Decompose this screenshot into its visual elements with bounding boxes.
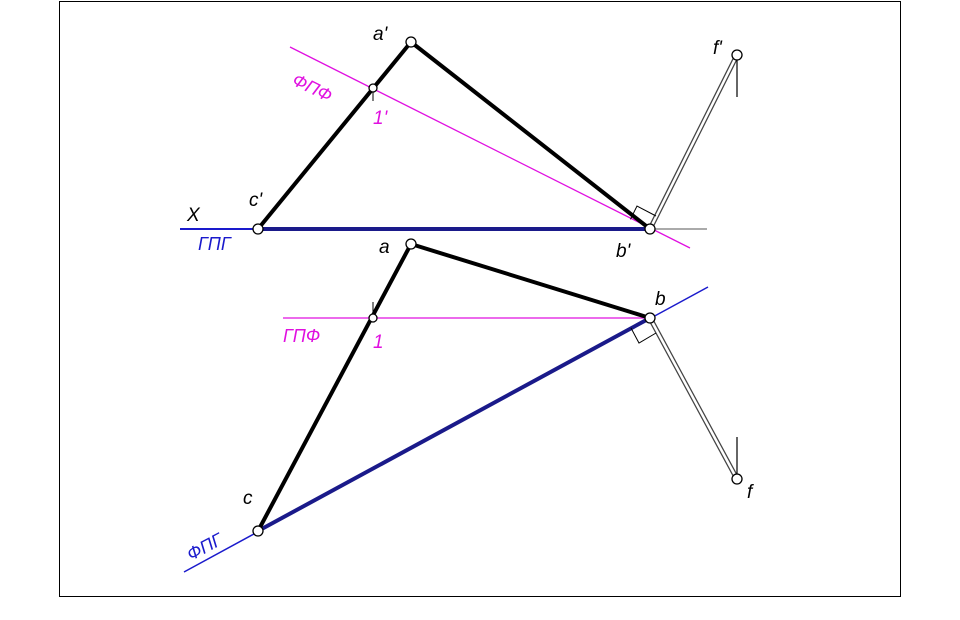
label-a: a [379, 237, 390, 258]
label-x-axis: X [186, 205, 201, 226]
right-angle-mark-lower [630, 327, 657, 344]
point-b-prime [644, 223, 656, 235]
label-b-prime: b' [616, 241, 632, 262]
edge-a-prime-b-prime [409, 40, 652, 231]
point-f [731, 473, 743, 485]
label-fpf: ФПФ [289, 70, 335, 106]
label-c: c [243, 488, 253, 509]
point-f-prime [731, 49, 743, 61]
edge-c-a [256, 243, 413, 532]
edge-c-b [257, 316, 651, 533]
edge-a-b [410, 242, 651, 320]
label-one-prime: 1' [373, 108, 389, 129]
perpendicular-b-prime-f-prime [647, 53, 740, 231]
point-one-prime [368, 83, 378, 93]
point-c [252, 525, 264, 537]
drawing-frame [59, 1, 901, 597]
point-b [644, 312, 656, 324]
label-gpg: ГПГ [198, 234, 232, 254]
label-one: 1 [373, 332, 384, 353]
point-a [405, 238, 417, 250]
label-f: f [747, 482, 754, 503]
label-fpg: ФПГ [183, 529, 226, 565]
point-c-prime [252, 223, 264, 235]
right-angle-mark-upper [630, 205, 657, 220]
label-a-prime: a' [373, 24, 389, 45]
fpf-trace-line [289, 46, 691, 249]
label-gpf: ГПФ [283, 326, 320, 346]
label-c-prime: c' [249, 190, 264, 211]
label-b: b [655, 289, 666, 310]
label-f-prime: f' [713, 38, 723, 59]
edge-c-prime-a-prime [256, 40, 413, 231]
perpendicular-b-f [647, 316, 740, 481]
point-a-prime [405, 36, 417, 48]
point-one [368, 313, 378, 323]
